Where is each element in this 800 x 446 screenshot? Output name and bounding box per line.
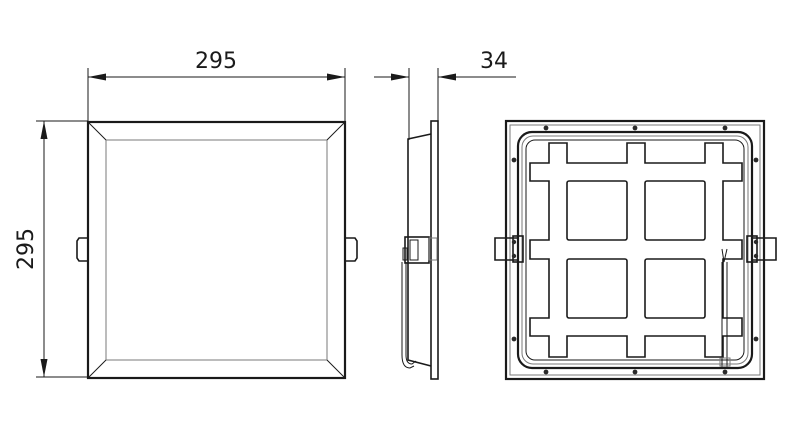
left-clip: [76, 237, 88, 262]
front-view: 295 295: [14, 49, 358, 380]
screw-icon: [511, 336, 517, 342]
width-dimension-label: 295: [195, 49, 237, 74]
front-panel: [76, 120, 358, 380]
back-right-clip: [746, 235, 777, 263]
depth-dimension: 34: [374, 49, 516, 140]
screw-icon: [753, 157, 759, 163]
screw-icon: [543, 125, 549, 131]
side-view: 34: [374, 49, 516, 380]
spring-clip: [402, 236, 438, 264]
height-dimension-label: 295: [14, 228, 39, 270]
arrow-up-icon: [40, 121, 48, 139]
back-wire-lead: [719, 248, 731, 368]
heat-sink-grid: [529, 142, 743, 358]
mounting-screws: [511, 125, 759, 375]
screw-icon: [632, 125, 638, 131]
arrow-down-icon: [40, 359, 48, 377]
arrow-left-icon: [438, 73, 456, 81]
right-clip: [345, 237, 358, 262]
screw-icon: [722, 125, 728, 131]
screw-icon: [722, 369, 728, 375]
arrow-right-icon: [391, 73, 409, 81]
arrow-right-icon: [327, 73, 345, 81]
screw-icon: [511, 157, 517, 163]
screw-icon: [543, 369, 549, 375]
side-profile: [401, 120, 439, 380]
back-left-clip: [494, 235, 524, 263]
arrow-left-icon: [88, 73, 106, 81]
width-dimension: 295: [87, 49, 346, 122]
wire-lead: [401, 262, 417, 369]
back-view: [494, 119, 777, 381]
depth-dimension-label: 34: [480, 49, 508, 74]
screw-icon: [632, 369, 638, 375]
height-dimension: 295: [14, 120, 88, 378]
screw-icon: [753, 336, 759, 342]
